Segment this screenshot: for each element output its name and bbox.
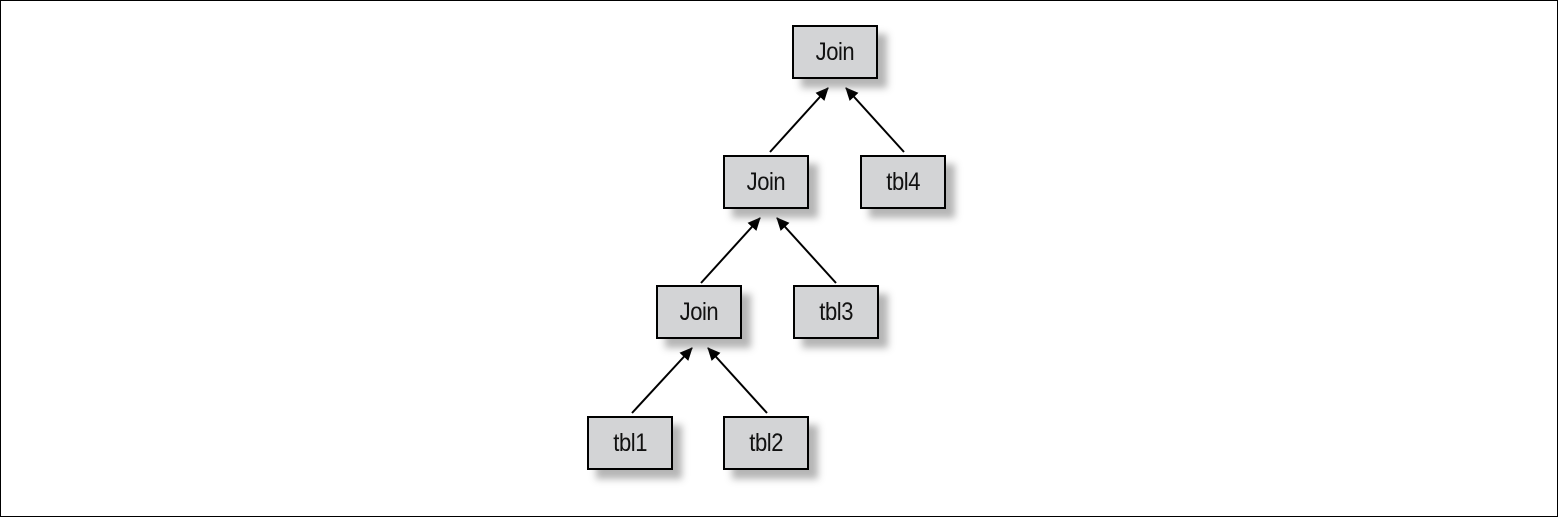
node-label: tbl1 — [613, 428, 647, 457]
edge-tbl4-to-join-top — [845, 87, 905, 153]
node-label: tbl4 — [886, 167, 920, 196]
node-label: tbl3 — [819, 297, 853, 326]
node-tbl2: tbl2 — [723, 416, 809, 470]
node-label: tbl2 — [749, 428, 783, 457]
edge-join-low-to-join-mid — [700, 217, 761, 284]
edge-tbl1-to-join-low — [631, 347, 693, 414]
edge-join-mid-to-join-top — [769, 87, 829, 153]
node-label: Join — [815, 37, 855, 66]
node-tbl3: tbl3 — [793, 285, 879, 339]
node-join-top: Join — [792, 25, 878, 79]
node-join-mid: Join — [723, 155, 809, 209]
edge-tbl2-to-join-low — [707, 347, 768, 414]
node-join-low: Join — [656, 285, 742, 339]
edge-tbl3-to-join-mid — [776, 217, 837, 284]
node-label: Join — [679, 297, 719, 326]
node-label: Join — [746, 167, 786, 196]
node-tbl1: tbl1 — [587, 416, 673, 470]
node-tbl4: tbl4 — [860, 155, 946, 209]
